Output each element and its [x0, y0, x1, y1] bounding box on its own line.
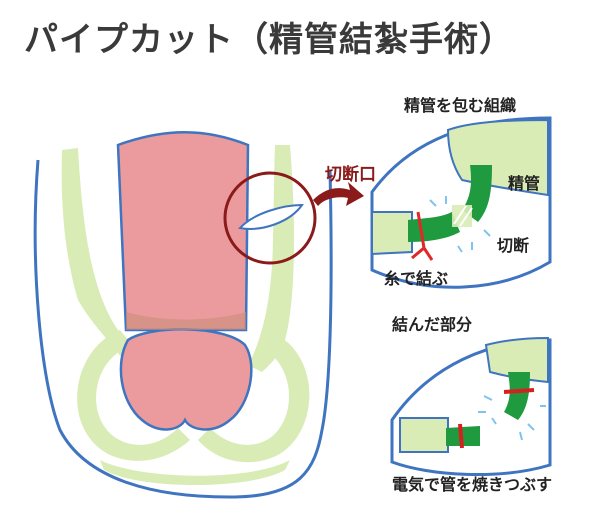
- detail-tied-view: [390, 336, 552, 477]
- base-shading: [126, 312, 246, 330]
- tie-upper: [503, 388, 535, 394]
- detail-arrow: [313, 182, 364, 206]
- cut-spark-marks: [429, 196, 491, 253]
- incision-slit: [238, 203, 304, 230]
- tied-part-label: 結んだ部分: [392, 315, 473, 334]
- penis-shaft: [116, 131, 250, 332]
- page-title: パイプカット（精管結紮手術）: [24, 20, 514, 60]
- cutting-label: 切断: [497, 236, 530, 255]
- cauterize-spark-marks: [478, 395, 546, 441]
- left-scrotum-band: [77, 330, 190, 461]
- tied-lower-sheath: [399, 417, 449, 453]
- tie-thread: [411, 211, 434, 261]
- vas-tissue-label: 精管を包む組織: [404, 96, 517, 115]
- detail-tied-outline: [390, 338, 552, 477]
- scrotum-bottom-band: [100, 460, 290, 485]
- cut-area-hatch: [452, 205, 472, 227]
- penis-glans: [119, 328, 253, 431]
- left-spermatic-cord: [61, 148, 150, 372]
- lower-tissue-sheath: [371, 211, 413, 256]
- detail-cut-view: [370, 116, 552, 289]
- tie-label: 糸で結ぶ: [384, 269, 449, 288]
- vas-deferens-label: 精管: [508, 174, 541, 193]
- cut-opening-label: 切断口: [325, 165, 376, 185]
- hatch-line: [453, 205, 467, 225]
- hatch-line: [459, 207, 473, 227]
- right-spermatic-cord: [248, 145, 295, 372]
- incision-highlight-circle: [223, 171, 317, 265]
- right-scrotum-band: [198, 332, 310, 463]
- tied-upper-sheath: [484, 336, 549, 384]
- cauterize-label: 電気で管を焼きつぶす: [392, 475, 553, 494]
- tie-lower: [458, 423, 464, 449]
- tied-vas-upper: [504, 372, 530, 420]
- detail-cut-outline: [370, 116, 552, 289]
- anatomy-front-view: [33, 131, 364, 499]
- body-outline: [33, 159, 333, 499]
